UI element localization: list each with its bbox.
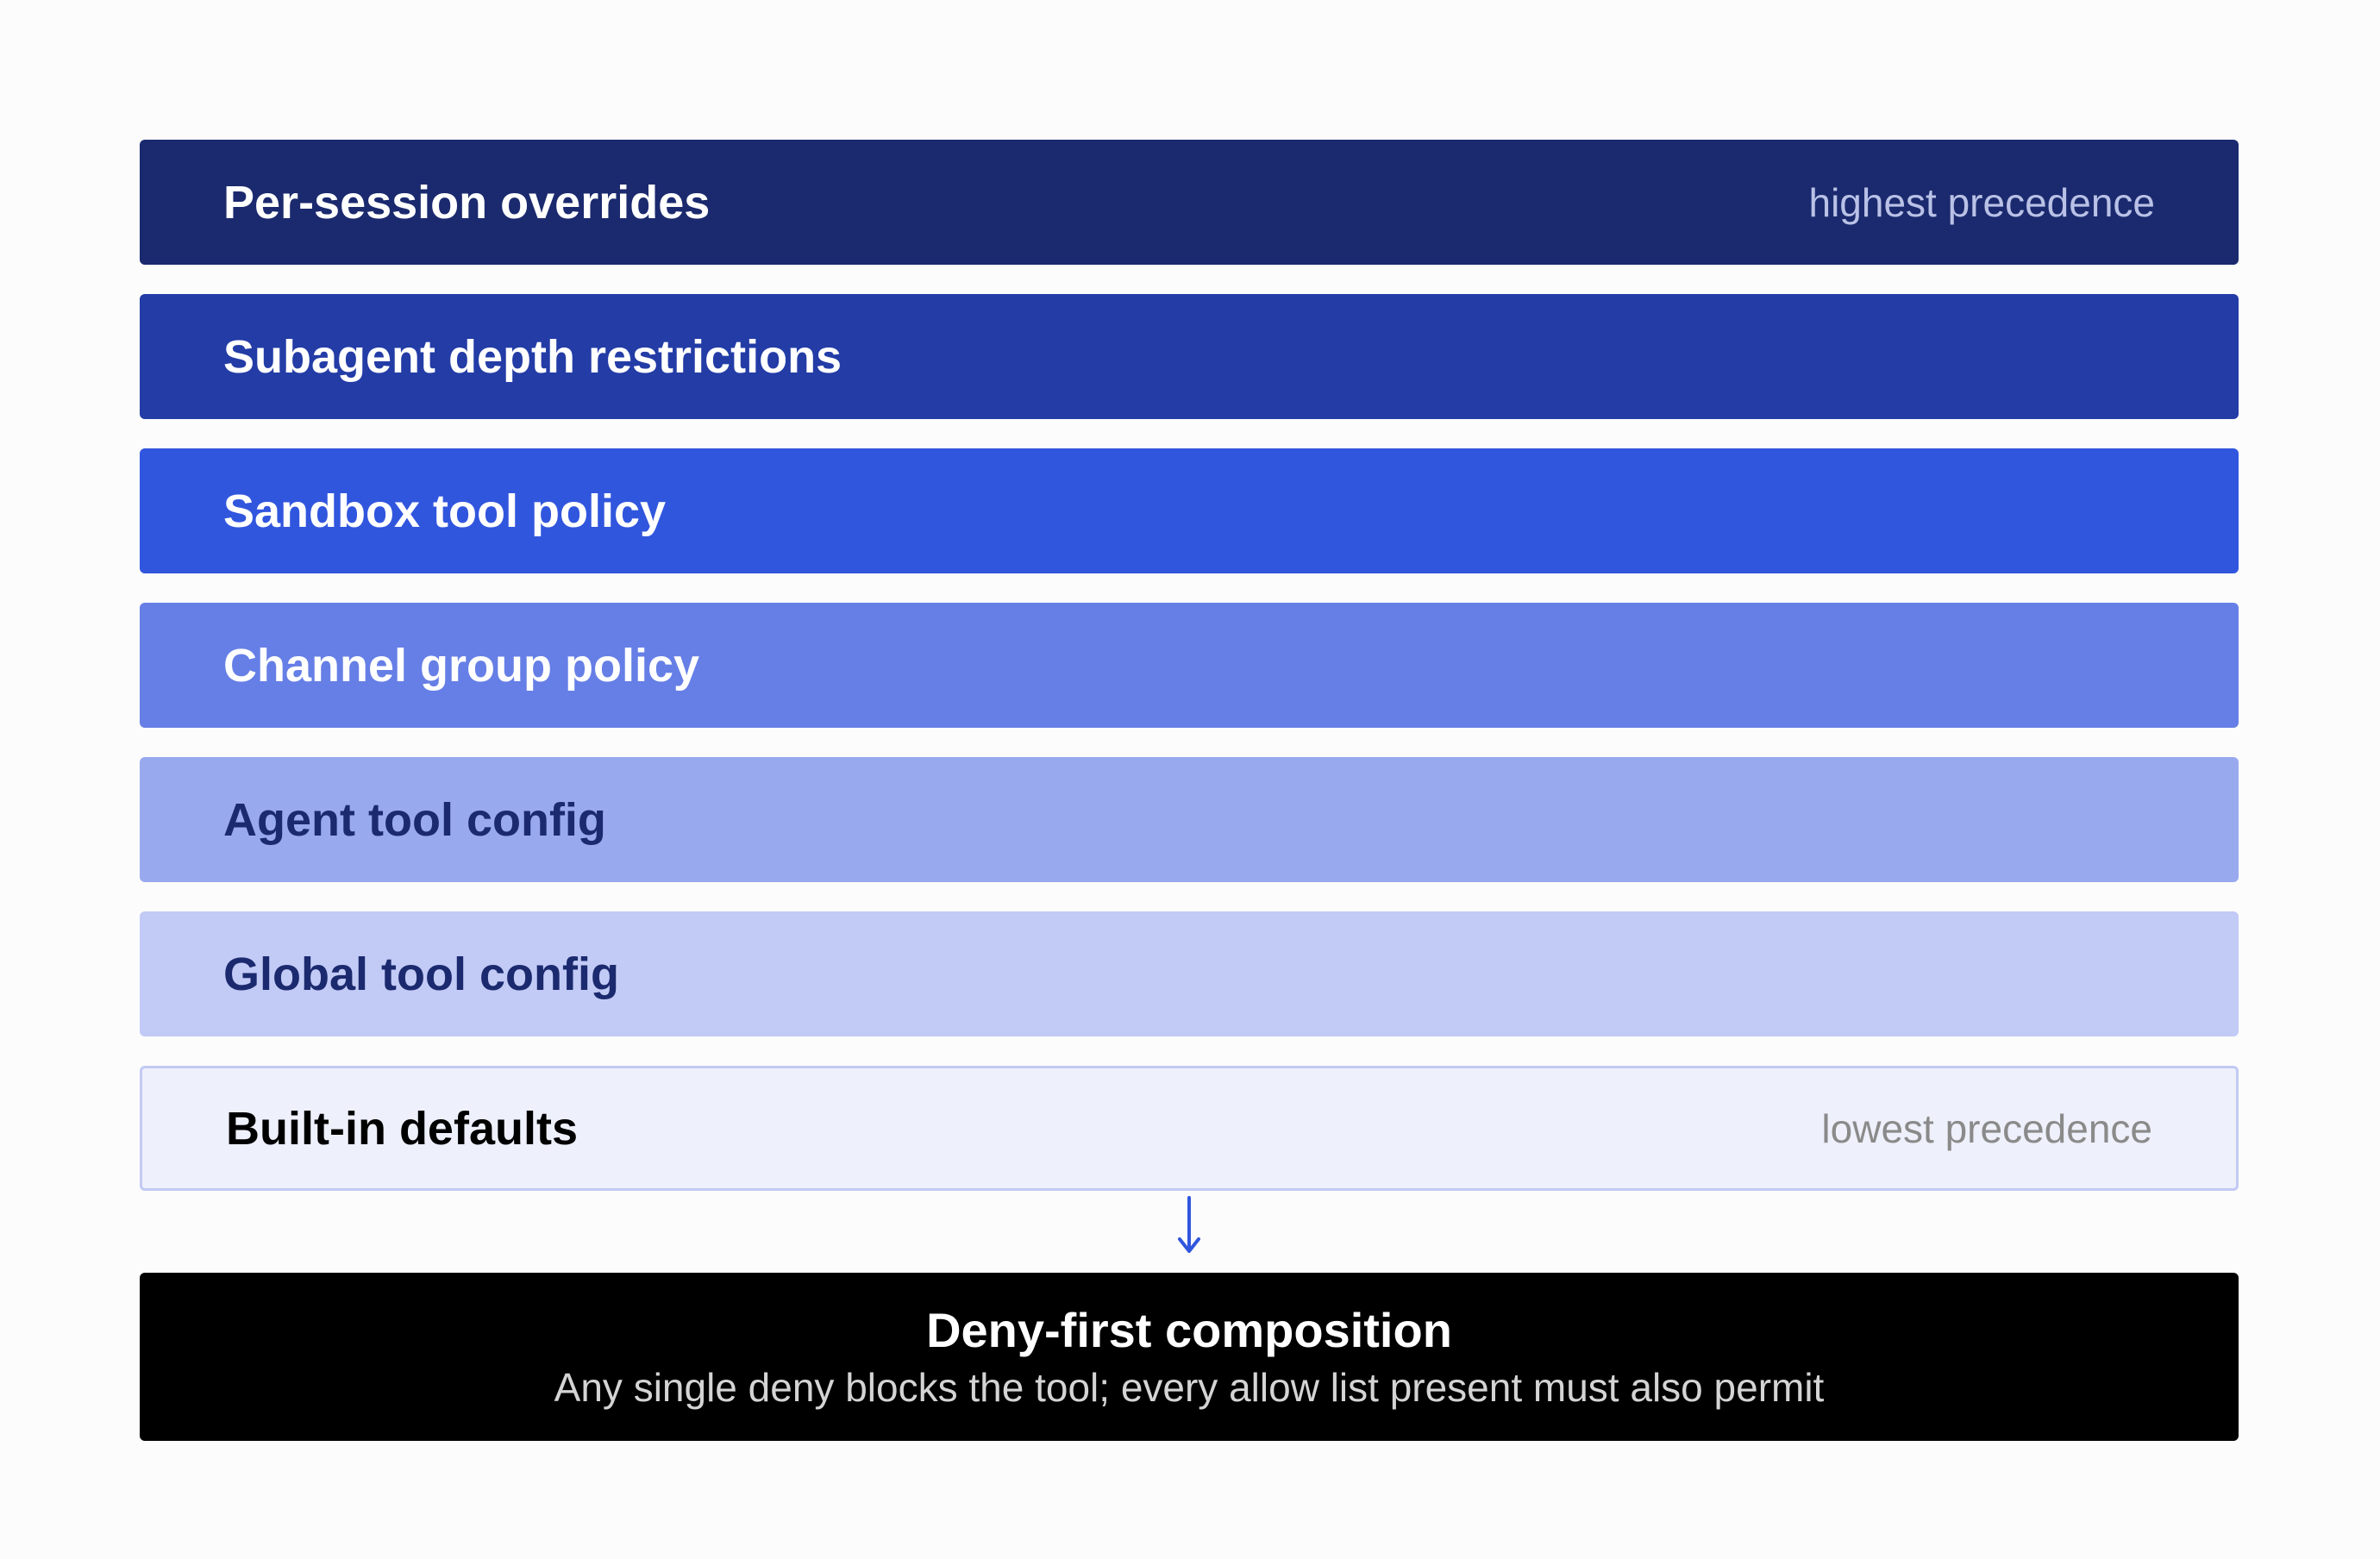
layer-subagent-depth-restrictions: Subagent depth restrictions <box>140 294 2239 419</box>
layer-channel-group-policy: Channel group policy <box>140 603 2239 728</box>
layer-title: Subagent depth restrictions <box>223 330 842 383</box>
result-title: Deny-first composition <box>926 1302 1452 1357</box>
precedence-note-highest: highest precedence <box>1808 179 2155 225</box>
layer-sandbox-tool-policy: Sandbox tool policy <box>140 448 2239 573</box>
deny-first-composition-box: Deny-first composition Any single deny b… <box>140 1273 2239 1441</box>
layer-title: Sandbox tool policy <box>223 485 667 537</box>
layer-title: Agent tool config <box>223 793 606 846</box>
layer-title: Channel group policy <box>223 639 700 692</box>
layer-title: Per-session overrides <box>223 176 711 229</box>
layer-global-tool-config: Global tool config <box>140 911 2239 1036</box>
result-subtitle: Any single deny blocks the tool; every a… <box>554 1364 1825 1410</box>
layer-agent-tool-config: Agent tool config <box>140 757 2239 882</box>
layer-title: Global tool config <box>223 948 619 1000</box>
layer-built-in-defaults: Built-in defaults lowest precedence <box>140 1066 2239 1191</box>
arrow-down-icon <box>1178 1196 1200 1253</box>
precedence-note-lowest: lowest precedence <box>1821 1105 2152 1151</box>
layer-per-session-overrides: Per-session overrides highest precedence <box>140 140 2239 265</box>
layer-title: Built-in defaults <box>226 1102 578 1155</box>
precedence-stack: Per-session overrides highest precedence… <box>140 140 2239 1220</box>
